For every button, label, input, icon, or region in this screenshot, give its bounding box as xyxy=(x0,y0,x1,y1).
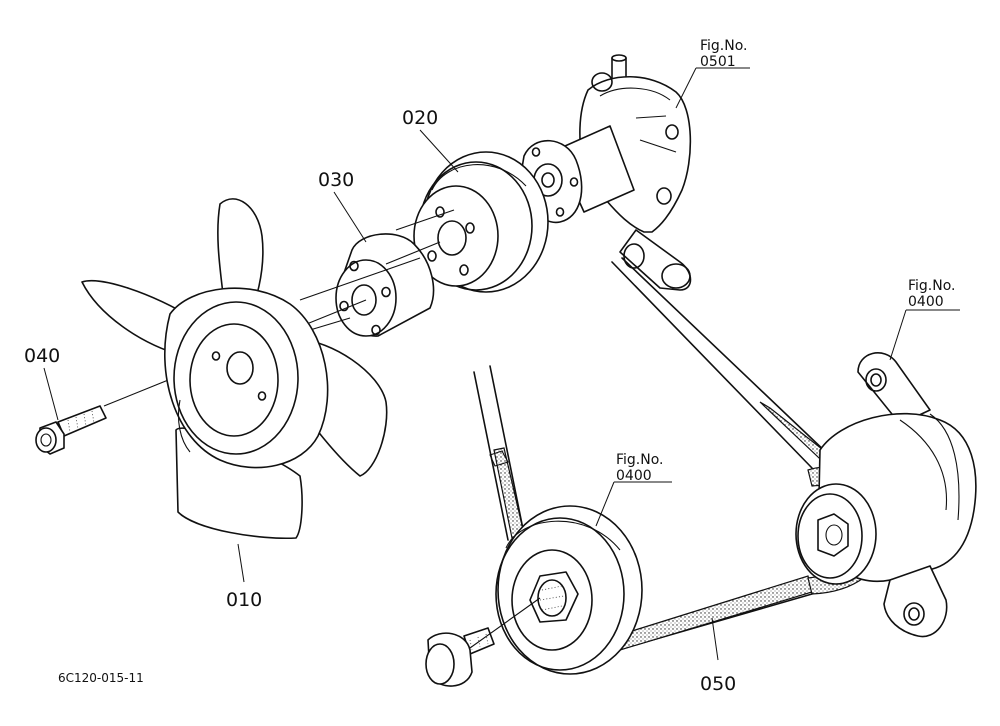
part-number-010: 010 xyxy=(226,589,262,611)
fig-ref-crank-pulley-caption: Fig.No. xyxy=(616,452,664,468)
crankshaft-pulley-assembly xyxy=(425,505,643,687)
fan-pulley-020 xyxy=(413,151,549,293)
drawing-code: 6C120-015-11 xyxy=(58,671,144,685)
spacer-030 xyxy=(335,233,435,337)
alternator-assembly xyxy=(795,352,977,638)
part-number-020: 020 xyxy=(402,107,438,129)
fig-ref-water-pump-caption: Fig.No. xyxy=(700,38,748,54)
part-number-040: 040 xyxy=(24,345,60,367)
fig-ref-alternator-caption: Fig.No. xyxy=(908,278,956,294)
part-number-050: 050 xyxy=(700,673,736,695)
part-number-030: 030 xyxy=(318,169,354,191)
cooling-fan-010 xyxy=(81,198,388,540)
leader-lines xyxy=(43,67,960,661)
fig-ref-crank-pulley-number: 0400 xyxy=(616,468,652,484)
fig-ref-alternator-number: 0400 xyxy=(908,294,944,310)
fan-bolt-040 xyxy=(35,405,107,455)
fig-ref-water-pump-number: 0501 xyxy=(700,54,736,70)
water-pump-assembly xyxy=(519,54,692,291)
